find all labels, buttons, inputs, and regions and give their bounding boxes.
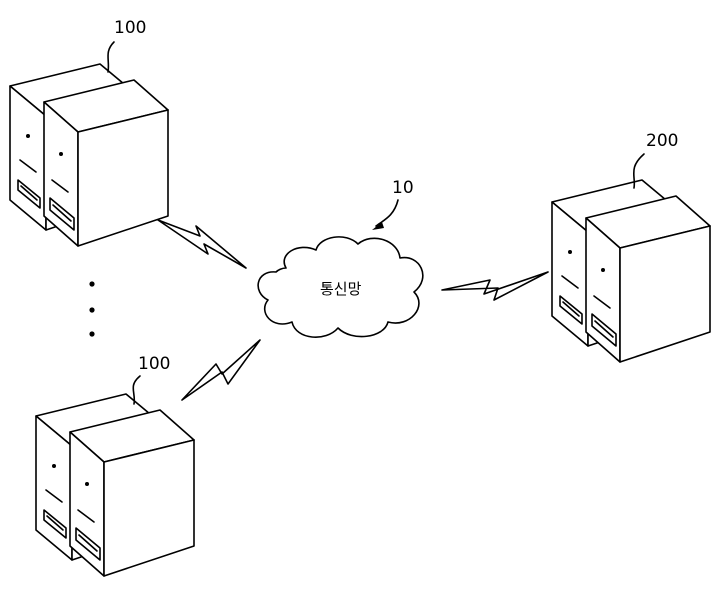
- server-right-label: 200: [646, 131, 678, 151]
- lightning-bolt-icon: [181, 339, 261, 401]
- link-bottom-left: [181, 339, 261, 401]
- network-name-label: 통신망: [320, 280, 362, 298]
- leader-line: [375, 199, 399, 227]
- network-ref-label: 10: [392, 178, 414, 198]
- leader-line: [632, 153, 645, 189]
- server-icon: [9, 63, 169, 247]
- leader-line: [132, 375, 141, 405]
- server-bottom-left: 100: [35, 354, 195, 577]
- server-top-left-label: 100: [114, 18, 146, 38]
- lightning-bolt-icon: [441, 271, 549, 301]
- server-icon: [551, 179, 711, 363]
- leader-line: [107, 41, 115, 73]
- cloud-icon: [257, 236, 424, 338]
- server-bottom-left-label: 100: [138, 354, 170, 374]
- server-icon: [35, 393, 195, 577]
- vertical-ellipsis-icon: [89, 281, 95, 337]
- link-right: [441, 271, 549, 301]
- link-top-left: [157, 219, 247, 269]
- network-cloud: 통신망 10: [257, 178, 424, 338]
- server-top-left: 100: [9, 18, 169, 247]
- arrowhead-icon: [372, 222, 384, 230]
- lightning-bolt-icon: [157, 219, 247, 269]
- server-right: 200: [551, 131, 711, 363]
